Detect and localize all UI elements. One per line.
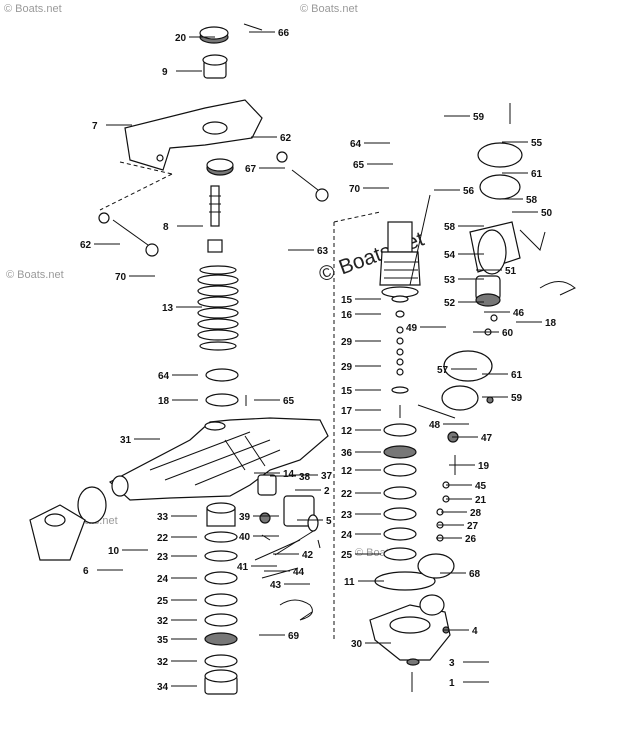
callout-number: 65 [283,396,295,407]
callout-number: 23 [341,510,353,521]
callout-number: 29 [341,362,353,373]
callout-number: 62 [80,240,92,251]
callout-number: 17 [341,406,353,417]
callout-number: 37 [321,471,333,482]
callout-number: 24 [157,574,169,585]
callout-number: 58 [444,222,456,233]
callout-number: 47 [481,433,493,444]
callout-number: 68 [469,569,481,580]
callout-number: 6 [83,566,89,577]
callout-number: 20 [175,33,187,44]
callout-number: 14 [283,469,295,480]
callout-number: 28 [470,508,482,519]
watermark: © Boats.net [4,3,62,15]
callout-number: 23 [157,552,169,563]
callout-number: 5 [326,516,332,527]
callout-number: 15 [341,295,353,306]
callout-number: 3 [449,658,455,669]
callout-number: 44 [293,567,305,578]
callout-number: 46 [513,308,525,319]
callout-number: 64 [158,371,170,382]
callout-number: 19 [478,461,490,472]
callout-number: 70 [349,184,361,195]
parts-left-stack [29,23,329,695]
callout-number: 29 [341,337,353,348]
callout-number: 7 [92,121,98,132]
callout-number: 59 [511,393,523,404]
callout-number: 2 [324,486,330,497]
callout-number: 22 [157,533,169,544]
callout-number: 24 [341,530,353,541]
callout-number: 18 [158,396,170,407]
callout-number: 61 [531,169,543,180]
callout-number: 48 [429,420,441,431]
callout-number: 26 [465,534,477,545]
callout-number: 59 [473,112,485,123]
callout-number: 30 [351,639,363,650]
callout-number: 69 [288,631,300,642]
callout-number: 39 [239,512,251,523]
callout-number: 13 [162,303,174,314]
callout-number: 8 [163,222,169,233]
callout-number: 55 [531,138,543,149]
callout-number: 60 [502,328,514,339]
callout-number: 33 [157,512,169,523]
callout-number: 22 [341,489,353,500]
callout-number: 49 [406,323,418,334]
callout-number: 21 [475,495,487,506]
callout-number: 64 [350,139,362,150]
callout-number: 31 [120,435,132,446]
callout-number: 32 [157,657,169,668]
callout-number: 25 [157,596,169,607]
callout-number: 63 [317,246,329,257]
callout-number: 41 [237,562,249,573]
callout-number: 34 [157,682,169,693]
watermark: © Boats.net [300,3,358,15]
callout-number: 10 [108,546,120,557]
callout-leaders [94,31,542,687]
callout-number: 25 [341,550,353,561]
callout-number: 18 [545,318,557,329]
callout-number: 15 [341,386,353,397]
callout-number: 54 [444,250,456,261]
callout-number: 32 [157,616,169,627]
callout-number: 57 [437,365,449,376]
callout-number: 27 [467,521,479,532]
callout-number: 12 [341,466,353,477]
callout-number: 66 [278,28,290,39]
callout-number: 53 [444,275,456,286]
callout-number: 9 [162,67,168,78]
parts-right-stack [409,103,576,542]
parts-center-stack [333,211,455,692]
callout-number: 61 [511,370,523,381]
callout-number: 67 [245,164,257,175]
callout-number: 70 [115,272,127,283]
callout-number: 1 [449,678,455,689]
callout-number: 4 [472,626,478,637]
callout-number: 65 [353,160,365,171]
callout-number: 16 [341,310,353,321]
watermark: © Boats.net [6,269,64,281]
callout-number: 58 [526,195,538,206]
callout-number: 11 [344,577,355,588]
callout-number: 51 [505,266,517,277]
callout-number: 42 [302,550,314,561]
callout-number: 12 [341,426,353,437]
callout-number: 35 [157,635,169,646]
callout-number: 52 [444,298,456,309]
callout-number: 56 [463,186,475,197]
callout-number: 45 [475,481,487,492]
callout-number: 38 [299,472,311,483]
callout-number: 50 [541,208,553,219]
callout-number: 43 [270,580,282,591]
callout-number: 62 [280,133,292,144]
callout-number: 36 [341,448,353,459]
callout-number: 40 [239,532,251,543]
